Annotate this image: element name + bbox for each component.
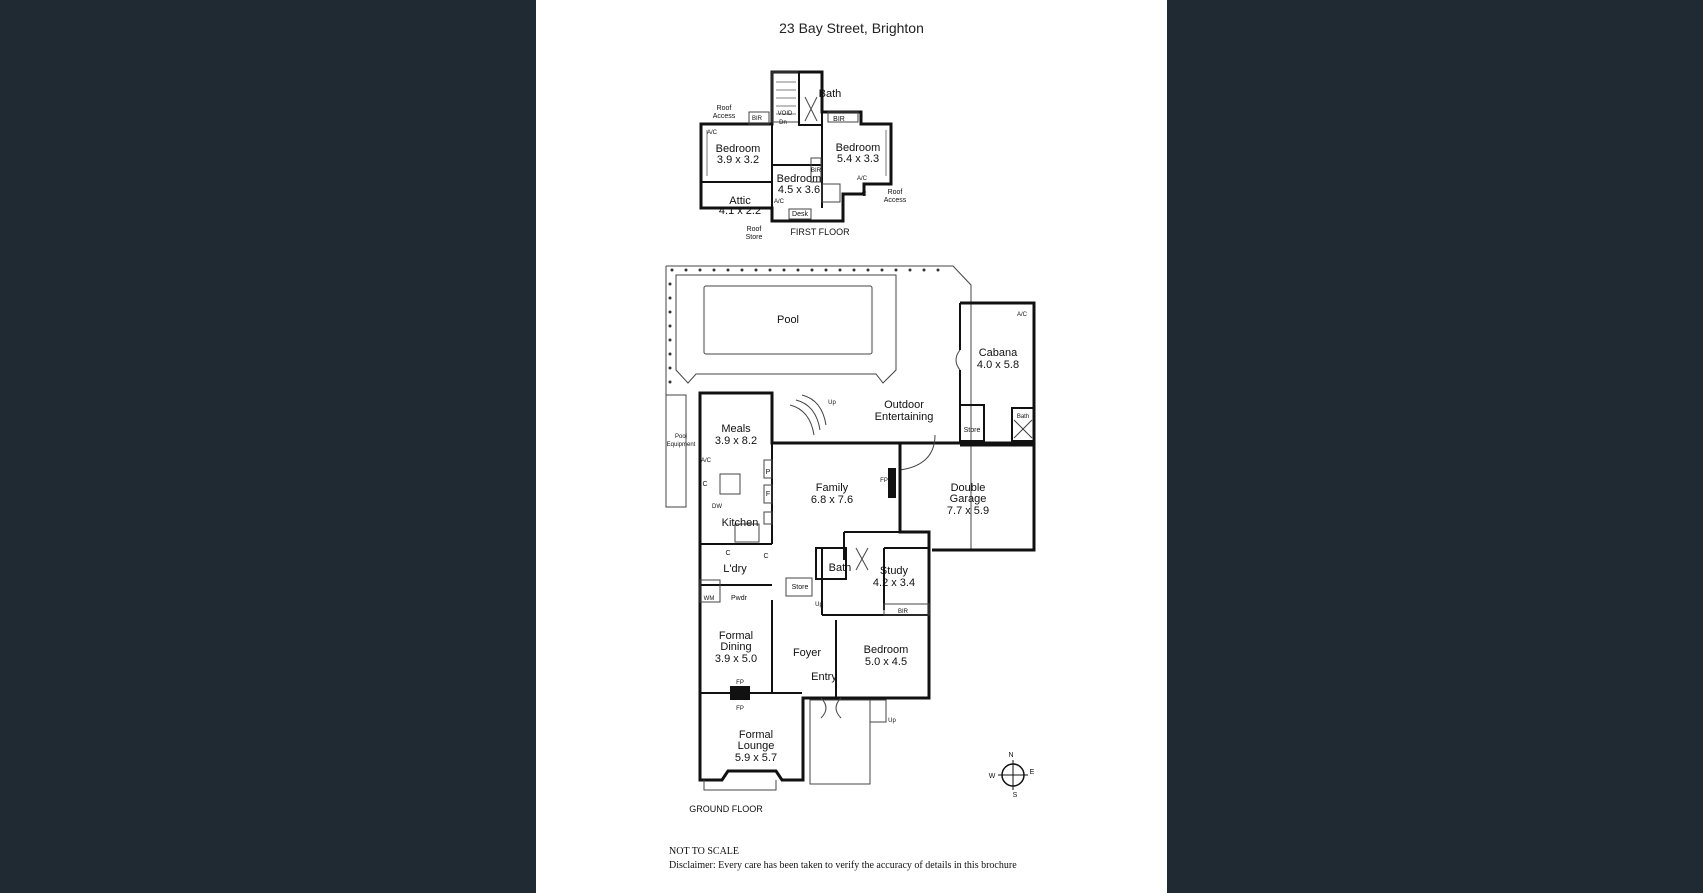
gf-cabana-name: Cabana: [979, 347, 1018, 359]
gf-c2-label: C: [725, 550, 730, 557]
gf-powder-label: Pwdr: [731, 595, 748, 602]
ff-attic-name: Attic: [729, 195, 751, 207]
page-title: 23 Bay Street, Brighton: [779, 20, 924, 36]
gf-garage-b: Garage: [950, 493, 987, 505]
gf-laundry-label: L'dry: [723, 563, 747, 575]
ground-floor-plan: [665, 265, 1036, 791]
compass-icon: [998, 760, 1028, 790]
gf-up-1-label: Up: [828, 400, 836, 406]
gf-kitchen-label: Kitchen: [722, 517, 759, 529]
ff-bedroom-1-size: 3.9 x 3.2: [717, 154, 759, 166]
gf-fp-2-label: FP: [736, 680, 744, 686]
ff-dn-label: Dn: [779, 120, 787, 126]
ff-roof-access-1b: Access: [713, 113, 736, 120]
gf-ac-cabana-label: A/C: [1017, 312, 1028, 318]
gf-bedroom-size: 5.0 x 4.5: [865, 656, 907, 668]
gf-fridge-label: F: [766, 491, 770, 498]
ff-bedroom-1-name: Bedroom: [716, 143, 761, 155]
gf-foyer-label: Foyer: [793, 647, 821, 659]
ff-bir-2-label: BIR: [833, 116, 845, 123]
ff-cupboard-label: C: [861, 191, 866, 198]
ff-desk-label: Desk: [792, 211, 808, 218]
gf-garage-a: Double: [951, 482, 986, 494]
ff-roof-access-1a: Roof: [717, 105, 732, 112]
ff-ac-2-label: A/C: [774, 199, 785, 205]
ff-bedroom-3-size: 4.5 x 3.6: [778, 184, 820, 196]
gf-family-name: Family: [816, 482, 849, 494]
gf-garage-size: 7.7 x 5.9: [947, 505, 989, 517]
gf-wm-label: WM: [704, 596, 715, 602]
gf-cabana-size: 4.0 x 5.8: [977, 359, 1019, 371]
ff-roof-access-2a: Roof: [888, 189, 903, 196]
ff-bir-1-label: BIR: [752, 116, 763, 122]
gf-dining-a: Formal: [719, 630, 753, 642]
floor-plan-sheet: 23 Bay Street, Brighton: [536, 0, 1167, 893]
gf-dw-label: DW: [712, 504, 722, 510]
ff-roof-store-a: Roof: [747, 226, 762, 233]
compass-south: S: [1013, 792, 1018, 799]
gf-lounge-b: Lounge: [738, 740, 775, 752]
ff-roof-store-b: Store: [746, 234, 763, 241]
gf-dining-b: Dining: [720, 641, 751, 653]
ff-bedroom-2-name: Bedroom: [836, 142, 881, 154]
gf-fp-3-label: FP: [736, 706, 744, 712]
gf-family-size: 6.8 x 7.6: [811, 494, 853, 506]
gf-entry-label: Entry: [811, 671, 837, 683]
gf-ac-kitchen-label: A/C: [701, 458, 712, 464]
gf-c3-label: C: [763, 553, 768, 560]
ff-bath-label: Bath: [819, 88, 842, 100]
not-to-scale-note: NOT TO SCALE: [669, 846, 740, 857]
gf-up-3-label: Up: [888, 718, 896, 724]
gf-dining-size: 3.9 x 5.0: [715, 653, 757, 665]
compass-west: W: [989, 773, 996, 780]
gf-fp-1-label: FP: [880, 478, 888, 484]
gf-outdoor-b: Entertaining: [875, 411, 934, 423]
floor-plan-drawing: Bath BIR BIR BIR VOID Dn Roof Access Roo…: [665, 70, 1036, 814]
gf-lounge-a: Formal: [739, 729, 773, 741]
gf-meals-size: 3.9 x 8.2: [715, 435, 757, 447]
gf-pool-equipment-a: Pool: [675, 434, 687, 440]
ground-floor-label: GROUND FLOOR: [689, 804, 763, 814]
gf-outdoor-a: Outdoor: [884, 399, 924, 411]
gf-pool-label: Pool: [777, 314, 799, 326]
ff-ac-1-label: A/C: [707, 130, 718, 136]
gf-study-size: 4.2 x 3.4: [873, 577, 915, 589]
ff-roof-access-2b: Access: [884, 197, 907, 204]
gf-bedroom-name: Bedroom: [864, 644, 909, 656]
gf-study-name: Study: [880, 565, 909, 577]
gf-lounge-size: 5.9 x 5.7: [735, 752, 777, 764]
ff-void-label: VOID: [778, 111, 793, 117]
gf-store-cabana-label: Store: [964, 427, 981, 434]
gf-bath-label: Bath: [829, 562, 852, 574]
first-floor-plan: [699, 70, 893, 223]
ff-bedroom-2-size: 5.4 x 3.3: [837, 153, 879, 165]
gf-pantry-label: P: [766, 469, 771, 476]
compass-north: N: [1008, 752, 1013, 759]
compass-east: E: [1030, 769, 1035, 776]
gf-c1-label: C: [702, 481, 707, 488]
ff-attic-size: 4.1 x 2.2: [719, 205, 761, 217]
ff-ac-3-label: A/C: [857, 176, 868, 182]
first-floor-label: FIRST FLOOR: [790, 227, 850, 237]
gf-store-label: Store: [792, 584, 809, 591]
gf-up-2-label: Up: [815, 602, 823, 608]
gf-bath-cabana-label: Bath: [1017, 414, 1029, 420]
ff-bedroom-3-name: Bedroom: [777, 173, 822, 185]
disclaimer-note: Disclaimer: Every care has been taken to…: [669, 860, 1017, 871]
gf-pool-equipment-b: Equipment: [667, 442, 696, 448]
gf-meals-name: Meals: [721, 423, 751, 435]
ff-bir-3-label: BIR: [811, 168, 822, 174]
gf-bir-label: BIR: [898, 609, 909, 615]
